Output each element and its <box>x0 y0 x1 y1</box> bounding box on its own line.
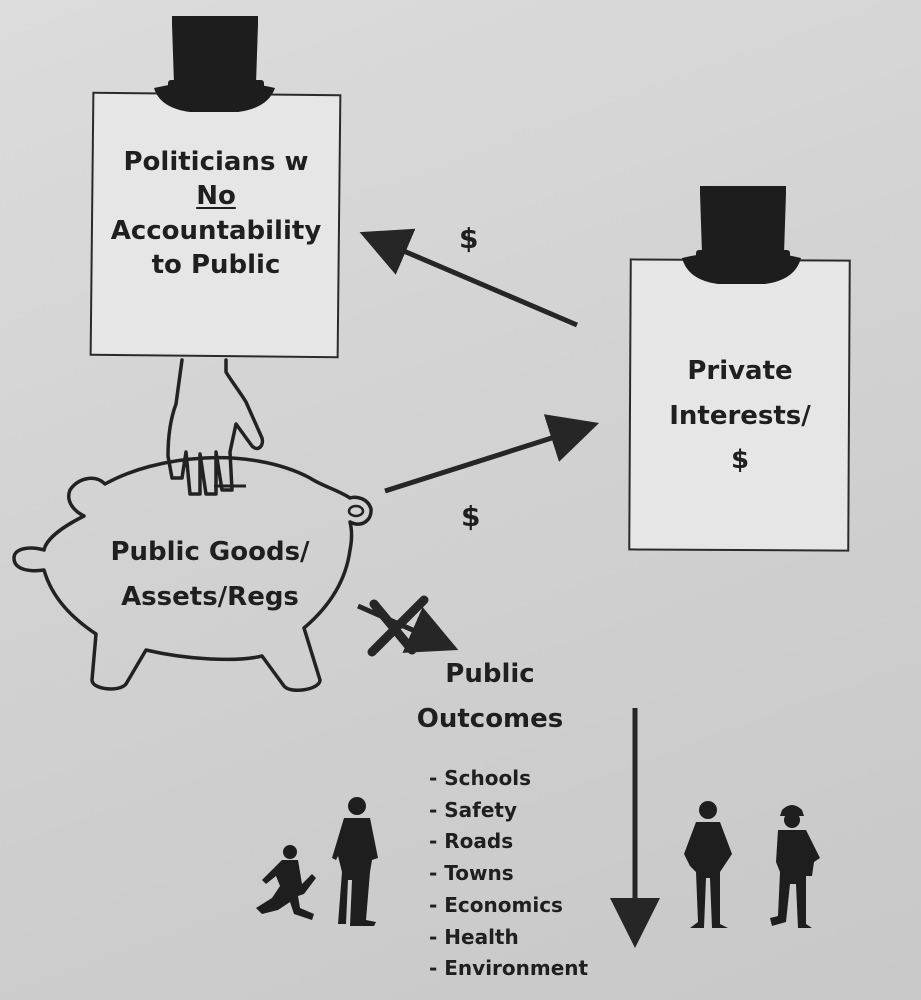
money-arrow-to-politicians <box>359 228 578 328</box>
outcome-item: - Safety <box>429 797 518 822</box>
politicians-label: Politicians w No Accountability to Publi… <box>94 145 338 282</box>
public-outcomes-title: Public Outcomes <box>410 652 570 741</box>
outcome-item: - Economics <box>429 892 563 917</box>
politicians-line-2: No <box>196 181 236 212</box>
people-silhouettes-icon <box>684 801 820 928</box>
top-hat-icon <box>154 16 275 112</box>
piggy-line-2: Assets/Regs <box>121 581 299 612</box>
outcomes-title-line-2: Outcomes <box>416 703 564 734</box>
dollar-label-top: $ <box>459 222 479 255</box>
dollar-label-bottom: $ <box>461 500 481 533</box>
politicians-line-1: Politicians w <box>123 147 309 177</box>
crossed-out-arrow-icon <box>356 595 459 657</box>
politicians-line-4: to Public <box>151 249 281 280</box>
outcome-item: - Schools <box>429 766 532 790</box>
people-silhouettes-icon <box>256 797 378 926</box>
private-interests-label: Private Interests/ $ <box>632 349 848 483</box>
outcome-item: - Health <box>429 924 519 949</box>
outcomes-list: - Schools - Safety - Roads - Towns - Eco… <box>429 763 588 985</box>
outcome-item: - Environment <box>429 956 589 981</box>
reaching-hand-icon <box>166 358 265 496</box>
private-line-3: $ <box>730 445 750 476</box>
private-line-1: Private <box>687 356 793 386</box>
outcomes-title-line-1: Public <box>445 659 535 689</box>
money-arrow-to-private-interests <box>384 414 600 494</box>
outcome-item: - Roads <box>429 829 514 854</box>
piggy-line-1: Public Goods/ <box>110 537 310 567</box>
piggy-bank-label: Public Goods/ Assets/Regs <box>60 530 360 619</box>
outcome-item: - Towns <box>429 861 514 886</box>
piggy-bank-icon <box>12 455 373 692</box>
private-line-2: Interests/ <box>669 400 811 431</box>
politicians-line-3: Accountability <box>110 215 322 246</box>
top-hat-icon <box>682 186 801 284</box>
